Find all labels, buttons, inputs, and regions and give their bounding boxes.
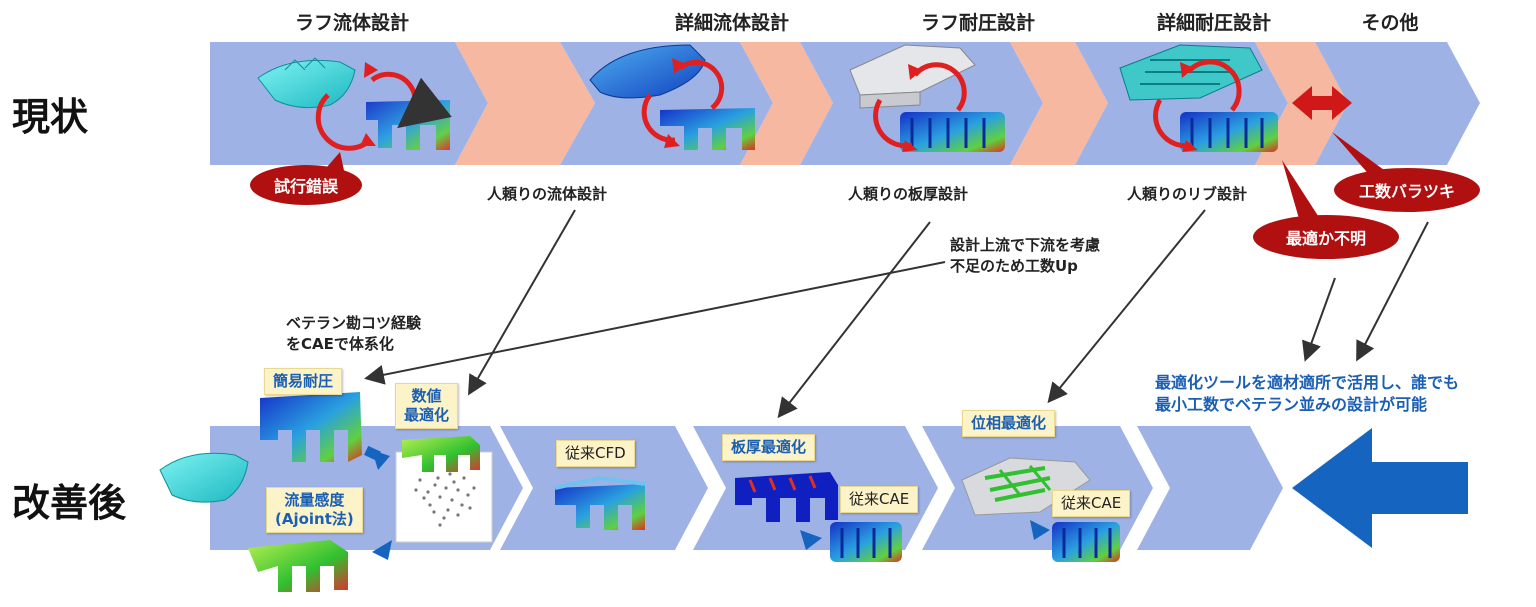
goal-line2: 最小工数でベテラン並みの設計が可能 [1155, 395, 1428, 414]
tag-sensitivity-line2: (Ajoint法) [275, 510, 354, 528]
stage4-parts [1119, 44, 1278, 152]
bottom-chevron-5 [1137, 426, 1283, 550]
tag-conventional-cfd: 従来CFD [556, 440, 635, 467]
tag-thickness-optimization: 板厚最適化 [722, 434, 816, 461]
tag-numeric-line2: 最適化 [404, 406, 450, 424]
tag-topology-optimization: 位相最適化 [962, 410, 1056, 437]
tag-conventional-cae-1: 従来CAE [840, 486, 919, 513]
note-thickness-reliance: 人頼りの板厚設計 [848, 185, 969, 203]
tag-simple-pressure: 簡易耐圧 [264, 368, 343, 395]
tag-flow-sensitivity: 流量感度 (Ajoint法) [266, 487, 363, 533]
goal-line1: 最適化ツールを適材適所で活用し、誰でも [1155, 373, 1460, 392]
red-double-arrow [1292, 86, 1352, 120]
tag-numeric-line1: 数値 [411, 387, 442, 405]
stage-title-detail-pressure: 詳細耐圧設計 [1156, 12, 1271, 34]
big-left-arrow [1292, 428, 1468, 548]
top-chevron-2-salmon [740, 42, 833, 165]
top-chevron-1-salmon [455, 42, 595, 165]
stage-title-detail-fluid: 詳細流体設計 [674, 12, 789, 34]
top-chevron-3-salmon [1010, 42, 1108, 165]
bottom-stage1-parts [159, 392, 493, 592]
callout-trial-and-error: 試行錯誤 [250, 165, 362, 205]
row-label-current: 現状 [12, 95, 89, 139]
note-fluid-reliance: 人頼りの流体設計 [487, 185, 608, 203]
row-label-improved: 改善後 [12, 481, 127, 525]
bottom-stage3-parts [735, 472, 902, 562]
stage2-parts [589, 44, 755, 150]
stage-title-rough-pressure: ラフ耐圧設計 [920, 12, 1035, 34]
tag-numeric-optimization: 数値 最適化 [395, 383, 459, 429]
note-upstream: 設計上流で下流を考慮 不足のため工数Up [950, 235, 1100, 277]
stage-title-other: その他 [1361, 12, 1419, 34]
stage1-parts [257, 57, 452, 151]
bottom-stage2-parts [554, 475, 646, 530]
goal-text: 最適化ツールを適材適所で活用し、誰でも 最小工数でベテラン並みの設計が可能 [1155, 372, 1459, 416]
stage3-parts [849, 44, 1005, 152]
tag-conventional-cae-2: 従来CAE [1052, 490, 1131, 517]
stage-title-rough-fluid: ラフ流体設計 [294, 12, 409, 34]
note-upstream-line2: 不足のため工数Up [950, 257, 1078, 275]
bottom-stage4-parts [961, 457, 1120, 562]
callout-workload-variance: 工数バラツキ [1334, 168, 1480, 212]
note-upstream-line1: 設計上流で下流を考慮 [950, 236, 1101, 254]
note-veteran-line1: ベテラン勘コツ経験 [286, 314, 422, 332]
tag-sensitivity-line1: 流量感度 [284, 491, 345, 509]
callout-unknown-optimal: 最適か不明 [1253, 215, 1399, 259]
top-chevron-5-blue [1315, 42, 1480, 165]
note-rib-reliance: 人頼りのリブ設計 [1127, 185, 1248, 203]
top-chevron-row [210, 42, 1480, 165]
note-veteran-line2: をCAEで体系化 [286, 335, 394, 353]
note-veteran: ベテラン勘コツ経験 をCAEで体系化 [286, 313, 421, 355]
